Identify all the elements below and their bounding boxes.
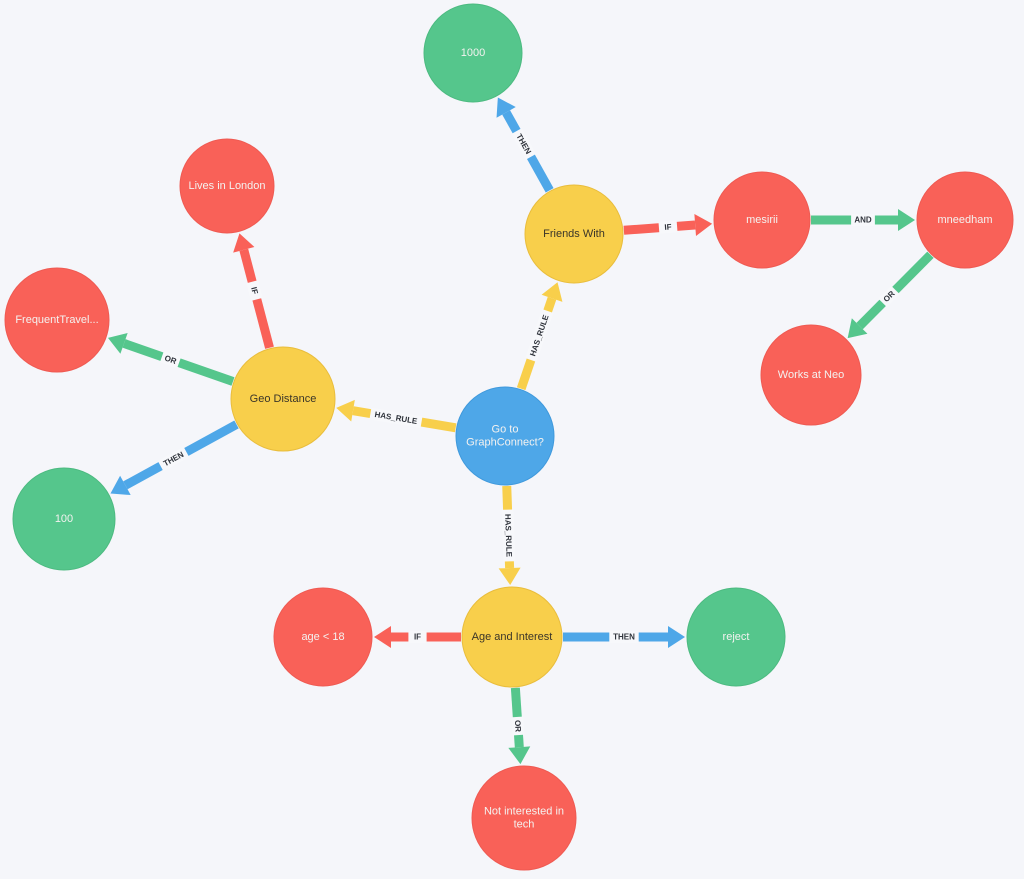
edge-arrowhead-icon (668, 626, 685, 648)
graph-node-reject[interactable]: reject (686, 587, 786, 687)
graph-node-works_at_neo[interactable]: Works at Neo (760, 324, 862, 426)
edge-label-if: IF (658, 220, 678, 234)
graph-node-mneedham[interactable]: mneedham (916, 171, 1014, 269)
node-circle[interactable] (455, 386, 555, 486)
edge-label-and: AND (851, 214, 875, 226)
edge-label-background (511, 716, 525, 736)
edge-label-background (609, 631, 639, 643)
graph-node-n100[interactable]: 100 (12, 467, 116, 571)
edge-label-background (158, 447, 189, 471)
node-circle[interactable] (471, 765, 577, 871)
edge-label-background (658, 220, 678, 234)
node-circle[interactable] (12, 467, 116, 571)
edge-arrowhead-icon (110, 475, 131, 496)
edge-arrowhead-icon (898, 209, 915, 231)
node-circle[interactable] (4, 267, 110, 373)
edge-arrowhead-icon (847, 318, 868, 339)
node-circle[interactable] (686, 587, 786, 687)
edge-label-background (501, 509, 516, 562)
graph-node-frequent_trav[interactable]: FrequentTravel... (4, 267, 110, 373)
edge-label-or: OR (511, 716, 525, 736)
edge-label-background (246, 280, 263, 301)
edge-label-has_rule: HAS_RULE (501, 509, 516, 562)
graph-node-n1000[interactable]: 1000 (423, 3, 523, 103)
edge-arrowhead-icon (107, 333, 128, 354)
edge-label-then: THEN (609, 631, 639, 643)
edge-label-if: IF (408, 631, 427, 643)
edge-arrowhead-icon (336, 399, 355, 422)
graph-node-geo_distance[interactable]: Geo Distance (230, 346, 336, 452)
graph-node-friends_with[interactable]: Friends With (524, 184, 624, 284)
edge-arrowhead-icon (233, 233, 255, 253)
edge-arrowhead-icon (541, 282, 563, 302)
node-circle[interactable] (916, 171, 1014, 269)
node-circle[interactable] (273, 587, 373, 687)
graph-node-age_interest[interactable]: Age and Interest (461, 586, 563, 688)
edge-arrowhead-icon (374, 626, 391, 648)
graph-node-lives_london[interactable]: Lives in London (179, 138, 275, 234)
edge-label-background (408, 631, 427, 643)
edge-arrowhead-icon (694, 214, 713, 236)
edge-label-background (525, 309, 554, 362)
node-circle[interactable] (423, 3, 523, 103)
node-circle[interactable] (524, 184, 624, 284)
edge-label-background (851, 214, 875, 226)
edge-label-background (369, 407, 423, 428)
edge-label-background (160, 351, 181, 369)
node-circle[interactable] (461, 586, 563, 688)
edge-label-background (511, 128, 536, 160)
edge-arrowhead-icon (498, 567, 521, 586)
edge-arrowhead-icon (496, 97, 516, 118)
node-circle[interactable] (179, 138, 275, 234)
graph-node-age_lt_18[interactable]: age < 18 (273, 587, 373, 687)
edge-arrowhead-icon (508, 746, 531, 765)
node-circle[interactable] (760, 324, 862, 426)
edge-label-background (878, 286, 900, 307)
node-circle[interactable] (230, 346, 336, 452)
node-circle[interactable] (713, 171, 811, 269)
graph-node-mesirii[interactable]: mesirii (713, 171, 811, 269)
